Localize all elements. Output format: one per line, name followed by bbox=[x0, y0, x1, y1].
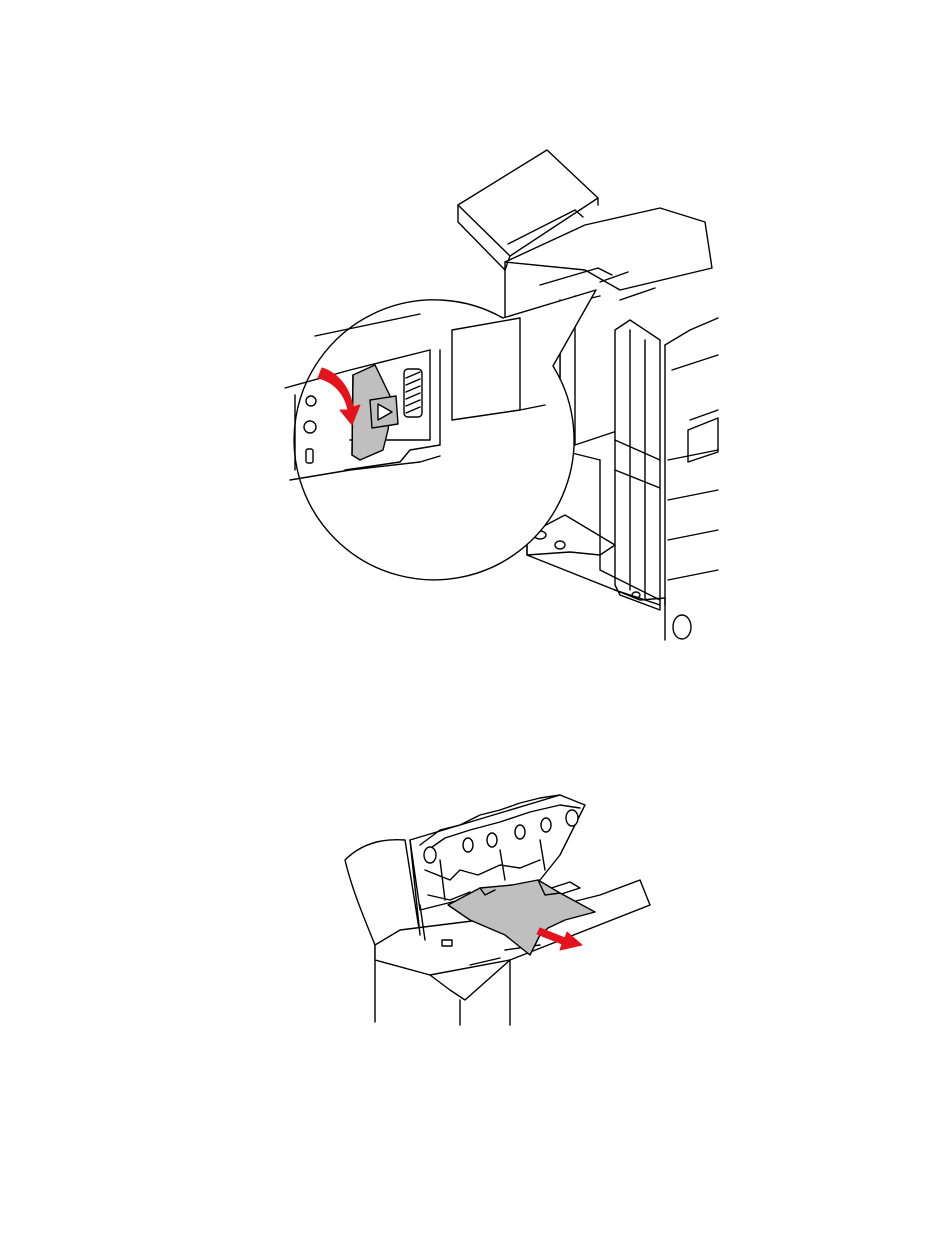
slot-grip bbox=[404, 369, 422, 417]
finisher-latch-illustration bbox=[260, 145, 720, 645]
top-cover-jam-illustration bbox=[340, 785, 660, 1030]
